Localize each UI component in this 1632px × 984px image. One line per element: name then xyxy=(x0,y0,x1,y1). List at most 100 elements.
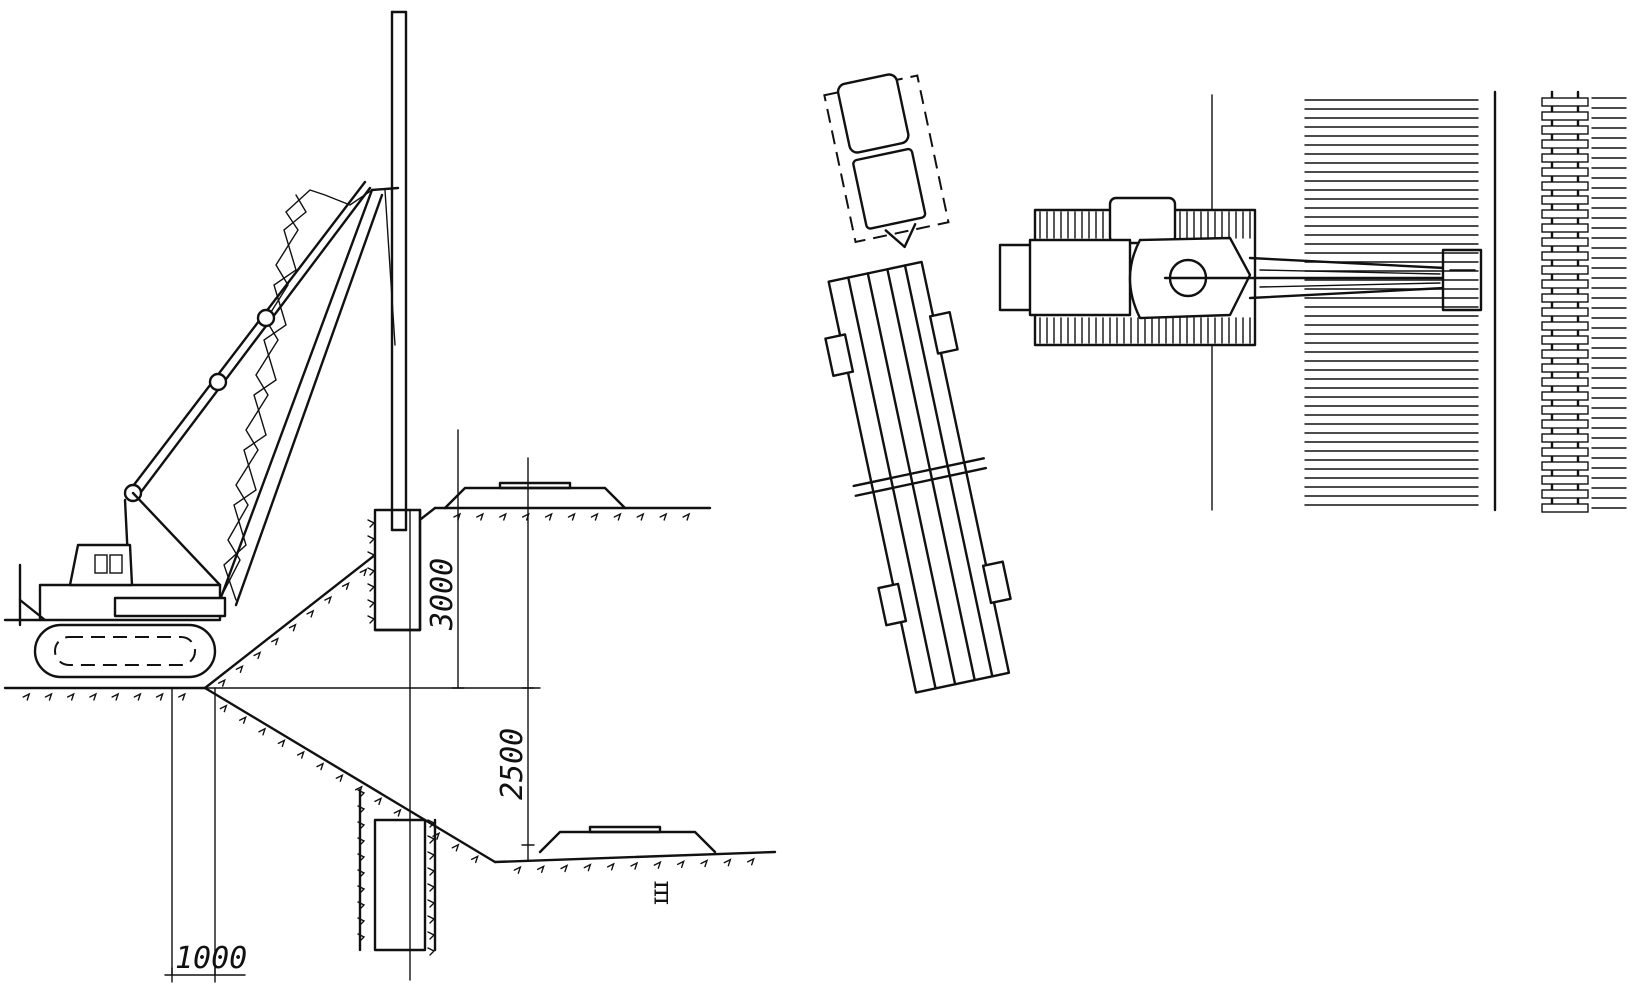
lower-pile xyxy=(373,818,427,952)
sleeper xyxy=(1541,111,1589,121)
crane-stay xyxy=(123,180,372,602)
sleeper xyxy=(1541,279,1589,289)
soil-tick xyxy=(723,858,732,867)
crane-boom xyxy=(218,186,400,607)
soil-tick xyxy=(590,512,599,521)
soil-tick xyxy=(659,512,668,521)
crawler-track xyxy=(33,623,217,679)
soil-tick xyxy=(427,867,436,876)
soil-tick xyxy=(217,678,226,687)
sleeper xyxy=(1541,223,1589,233)
soil-tick xyxy=(536,864,545,874)
soil-tick xyxy=(746,857,755,866)
sleeper xyxy=(1541,139,1589,149)
section-mark-label: ш xyxy=(645,881,675,905)
dimension-3000: 3000 xyxy=(425,429,465,689)
soil-tick xyxy=(288,623,297,632)
section-view: 3000 2500 1000 ш xyxy=(3,10,777,983)
sleeper xyxy=(1541,461,1589,471)
sleeper xyxy=(1541,419,1589,429)
soil-tick xyxy=(22,692,31,701)
soil-tick xyxy=(133,692,142,701)
soil-tick xyxy=(271,637,279,646)
soil-tick xyxy=(44,692,53,701)
dimension-label-2500: 2500 xyxy=(495,728,530,800)
soil-tick xyxy=(393,808,402,817)
soil-tick xyxy=(258,727,267,736)
soil-tick xyxy=(583,863,592,872)
soil-tick xyxy=(316,762,325,771)
sleeper xyxy=(1541,265,1589,275)
soil-tick xyxy=(613,512,622,521)
soil-tick xyxy=(700,859,709,868)
soil-tick xyxy=(155,692,164,701)
soil-tick xyxy=(567,512,576,521)
soil-tick xyxy=(682,512,691,521)
soil-tick xyxy=(367,567,376,576)
pile-driver-mast xyxy=(390,10,408,532)
soil-tick xyxy=(238,715,247,724)
lower-rail-embankment xyxy=(538,825,717,854)
sleeper xyxy=(1541,237,1589,247)
soil-tick xyxy=(427,883,436,892)
soil-tick xyxy=(367,615,376,624)
soil-tick xyxy=(451,843,460,852)
soil-tick xyxy=(427,851,436,860)
sleeper xyxy=(1541,181,1589,191)
soil-tick xyxy=(219,704,228,713)
soil-tick xyxy=(513,865,522,874)
upper-rail-embankment xyxy=(443,481,627,510)
sleeper xyxy=(1541,475,1589,485)
soil-tick xyxy=(335,773,344,782)
ground-lines xyxy=(3,506,777,864)
sleeper xyxy=(1541,377,1589,387)
sleeper xyxy=(1541,321,1589,331)
pile-row-hatching xyxy=(1304,90,1497,512)
sleeper xyxy=(1541,97,1589,107)
soil-tick xyxy=(66,692,75,701)
plan-view xyxy=(823,73,1627,694)
soil-tick xyxy=(453,512,462,521)
sleeper xyxy=(1541,195,1589,205)
crane-body xyxy=(3,543,227,627)
sleeper xyxy=(1541,153,1589,163)
dimension-label-1000: 1000 xyxy=(175,941,247,976)
sleeper xyxy=(1541,349,1589,359)
sleeper xyxy=(1541,125,1589,135)
soil-tick xyxy=(606,862,615,871)
dimension-label-3000: 3000 xyxy=(425,558,460,631)
soil-tick xyxy=(427,899,436,908)
shaft-walls xyxy=(358,508,437,952)
soil-tick xyxy=(499,512,507,521)
sleeper xyxy=(1541,503,1589,513)
soil-tick xyxy=(427,915,436,924)
upper-pile xyxy=(373,508,422,632)
soil-tick xyxy=(427,931,436,940)
soil-tick xyxy=(560,864,569,873)
sleeper xyxy=(1541,251,1589,261)
sleeper xyxy=(1541,307,1589,317)
soil-tick xyxy=(253,651,262,660)
sleeper xyxy=(1541,391,1589,401)
soil-tick xyxy=(367,535,376,544)
soil-tick xyxy=(277,739,286,748)
soil-tick xyxy=(367,519,376,528)
soil-tick xyxy=(111,692,120,701)
sleeper xyxy=(1541,363,1589,373)
crane-plan xyxy=(998,196,1462,347)
soil-tick xyxy=(427,947,436,956)
soil-tick xyxy=(324,595,333,604)
soil-tick xyxy=(367,583,376,592)
soil-tick xyxy=(374,797,383,806)
dimension-1000: 1000 xyxy=(164,941,247,983)
soil-tick xyxy=(359,568,368,577)
soil-tick xyxy=(178,692,186,701)
sleeper xyxy=(1541,447,1589,457)
soil-tick xyxy=(653,860,662,869)
sleeper xyxy=(1541,209,1589,219)
soil-tick xyxy=(306,609,315,618)
pile-stack xyxy=(824,260,1012,694)
sleeper xyxy=(1541,167,1589,177)
soil-tick xyxy=(89,692,98,701)
soil-tick xyxy=(636,512,645,521)
